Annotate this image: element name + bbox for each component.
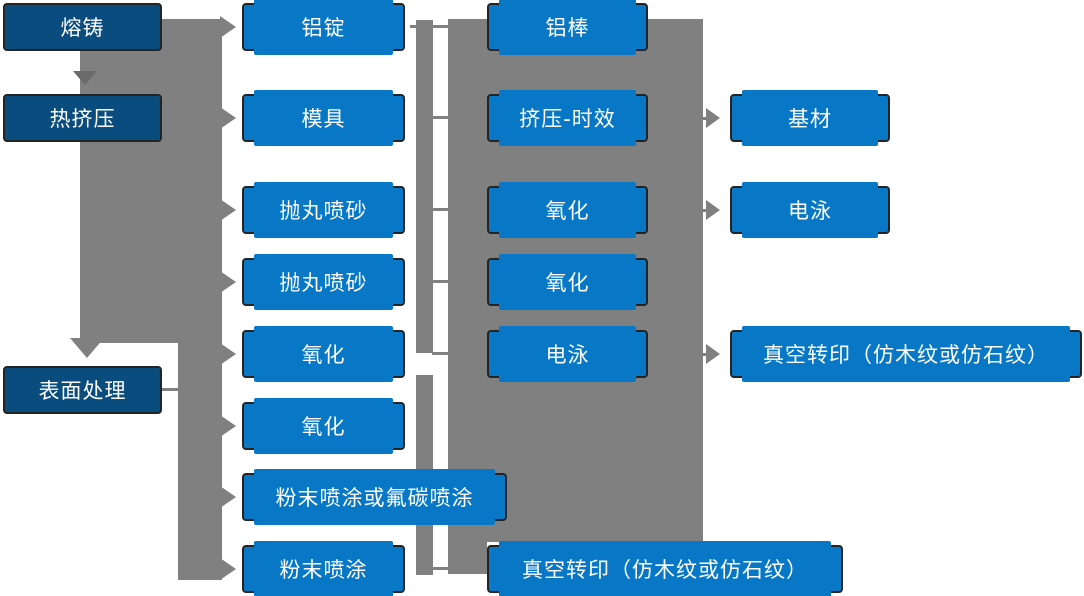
stem-to-electrophoresis-2 [700, 209, 708, 212]
node-shot-blasting-sandblasting-1: 抛丸喷砂 [242, 182, 405, 238]
node-hot-extrusion: 热挤压 [3, 94, 162, 142]
arrow-to-oxidation-2 [220, 415, 236, 437]
stem-to-base-material [700, 117, 708, 120]
link-surface-treatment [162, 388, 178, 391]
node-oxidation-2: 氧化 [242, 398, 405, 454]
stem-to-vacuum-transfer-right [700, 353, 708, 356]
connector-middle-panel-tail [448, 540, 487, 574]
arrow-to-vacuum-transfer-right [706, 344, 720, 364]
node-powder-coating: 粉末喷涂 [242, 541, 405, 596]
node-aluminum-rod: 铝棒 [487, 0, 648, 55]
arrow-to-mold [220, 107, 236, 129]
arrow-to-aluminum-ingot [220, 16, 236, 38]
arrow-to-shot-blasting-2 [220, 271, 236, 293]
node-surface-treatment: 表面处理 [3, 366, 162, 414]
link-oxidation-1-row [432, 352, 448, 355]
connector-mid-trunk-upper [416, 20, 433, 353]
node-aluminum-ingot: 铝锭 [242, 0, 405, 55]
connector-left-trunk-lower [178, 343, 222, 580]
link-aluminum-ingot-row [410, 25, 448, 28]
arrow-down-to-surface-treatment [70, 338, 104, 358]
link-powder-coating-row [432, 567, 448, 570]
arrow-down-to-hot-extrusion [73, 71, 97, 85]
connector-left-trunk [80, 19, 222, 343]
arrow-to-electrophoresis-2 [706, 200, 720, 220]
node-base-material: 基材 [730, 90, 890, 146]
link-shot-blasting-1-row [432, 208, 448, 211]
node-melting-casting: 熔铸 [3, 3, 162, 51]
arrow-to-powder-or-fluorocarbon [220, 486, 236, 508]
arrow-to-shot-blasting-1 [220, 199, 236, 221]
link-shot-blasting-2-row [432, 280, 448, 283]
node-vacuum-transfer-print-bottom: 真空转印（仿木纹或仿石纹） [487, 541, 843, 596]
node-extrusion-aging: 挤压-时效 [487, 90, 648, 146]
node-electrophoresis-2: 电泳 [730, 182, 890, 238]
arrow-to-oxidation-1 [220, 343, 236, 365]
node-mold: 模具 [242, 90, 405, 146]
node-powder-or-fluorocarbon-coating: 粉末喷涂或氟碳喷涂 [242, 469, 507, 525]
node-shot-blasting-sandblasting-2: 抛丸喷砂 [242, 254, 405, 310]
link-mold-row [432, 116, 448, 119]
arrow-to-powder-coating [220, 558, 236, 580]
node-oxidation-4: 氧化 [487, 254, 648, 310]
node-oxidation-1: 氧化 [242, 326, 405, 382]
node-oxidation-3: 氧化 [487, 182, 648, 238]
node-electrophoresis-1: 电泳 [487, 326, 648, 382]
node-vacuum-transfer-print-right: 真空转印（仿木纹或仿石纹） [730, 326, 1082, 382]
arrow-to-base-material [706, 108, 720, 128]
